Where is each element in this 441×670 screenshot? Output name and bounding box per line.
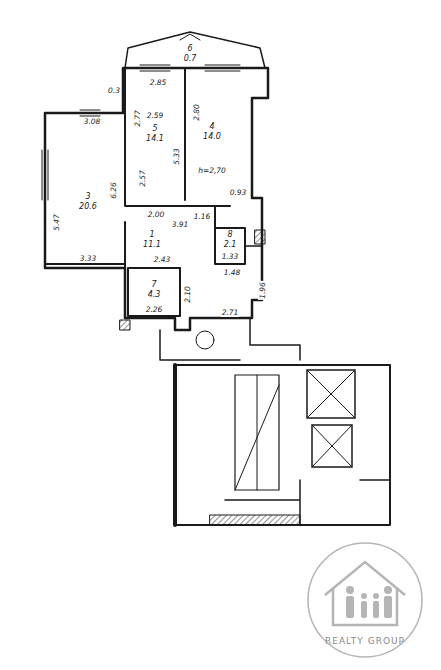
window	[140, 65, 170, 71]
room-label: 82.1	[222, 229, 239, 251]
balcony-mark	[180, 34, 200, 40]
watermark-logo	[308, 543, 422, 657]
dimension: 3.91	[171, 220, 190, 229]
room-number: 5	[152, 124, 157, 134]
hatched-wall	[255, 230, 265, 244]
watermark: REALTY GROUP	[324, 637, 406, 646]
dimension: 5.33	[171, 147, 180, 166]
room-area: 0.7	[184, 54, 197, 64]
dimension: 2.26	[145, 305, 164, 314]
dimension: 3.08	[83, 117, 102, 126]
stair-wall	[173, 365, 177, 525]
room-area: 14.1	[146, 134, 164, 144]
dimension: 0.93	[229, 188, 248, 197]
room-area: 2.1	[224, 240, 237, 250]
window	[42, 150, 48, 200]
dimension: 2.10	[182, 285, 191, 304]
lift-shaft	[312, 425, 352, 467]
room-area: 20.6	[79, 202, 97, 212]
stair-flight	[235, 375, 279, 490]
room-label: 60.7	[182, 43, 199, 65]
room-label: 74.3	[146, 279, 163, 301]
room-number: 3	[85, 192, 90, 202]
wc-wall	[128, 268, 180, 316]
room-number: 4	[209, 122, 214, 132]
dimension: 2.85	[149, 78, 168, 87]
room-area: 4.3	[148, 290, 161, 300]
dimension: 3.33	[79, 254, 98, 263]
dimension: 2.43	[153, 255, 172, 264]
room-number: 7	[151, 280, 156, 290]
window	[80, 110, 100, 116]
room-label: 514.1	[144, 123, 166, 145]
bathroom-wall	[215, 228, 245, 264]
outer-wall	[45, 68, 268, 330]
dimension: 2.71	[221, 308, 240, 317]
stair-block	[175, 365, 390, 525]
dimension: 1.16	[193, 212, 212, 221]
hatched-wall	[120, 320, 130, 330]
dimension: 1.48	[223, 268, 242, 277]
inner-wall	[124, 68, 126, 205]
room-area: 14.0	[203, 132, 221, 142]
column	[196, 331, 214, 349]
room-label: 111.1	[141, 229, 163, 251]
dimension: 6.26	[108, 181, 117, 200]
lift-shaft	[312, 425, 352, 467]
inner-wall	[214, 206, 216, 228]
dimension: 5.47	[51, 213, 60, 232]
lift-shaft	[307, 370, 355, 418]
dimension: 0.3	[107, 86, 121, 95]
room-number: 8	[227, 230, 232, 240]
dimension: 1.33	[221, 252, 240, 261]
inner-wall	[124, 222, 126, 268]
inner-wall	[245, 245, 262, 247]
stair-flight	[235, 375, 279, 490]
room-number: 6	[187, 44, 192, 54]
lift-shaft	[307, 370, 355, 418]
dimension: 2.00	[147, 210, 166, 219]
inner-wall	[45, 263, 125, 265]
room-number: 1	[149, 230, 154, 240]
dimension: 2.57	[137, 169, 146, 188]
dimension: 2.80	[191, 103, 200, 122]
dimension: 2.77	[132, 109, 141, 128]
dimension: 2.59	[146, 111, 165, 120]
room-label: 414.0	[201, 121, 223, 143]
corridor-wall	[160, 318, 300, 360]
dimension: 1.96	[257, 281, 266, 300]
inner-wall	[184, 68, 186, 200]
hatched-wall	[210, 515, 300, 525]
room-label: 320.6	[77, 191, 99, 213]
balcony-rail	[125, 32, 265, 68]
room-area: 11.1	[143, 240, 161, 250]
dimension: h=2,70	[197, 166, 227, 175]
window	[205, 65, 240, 71]
